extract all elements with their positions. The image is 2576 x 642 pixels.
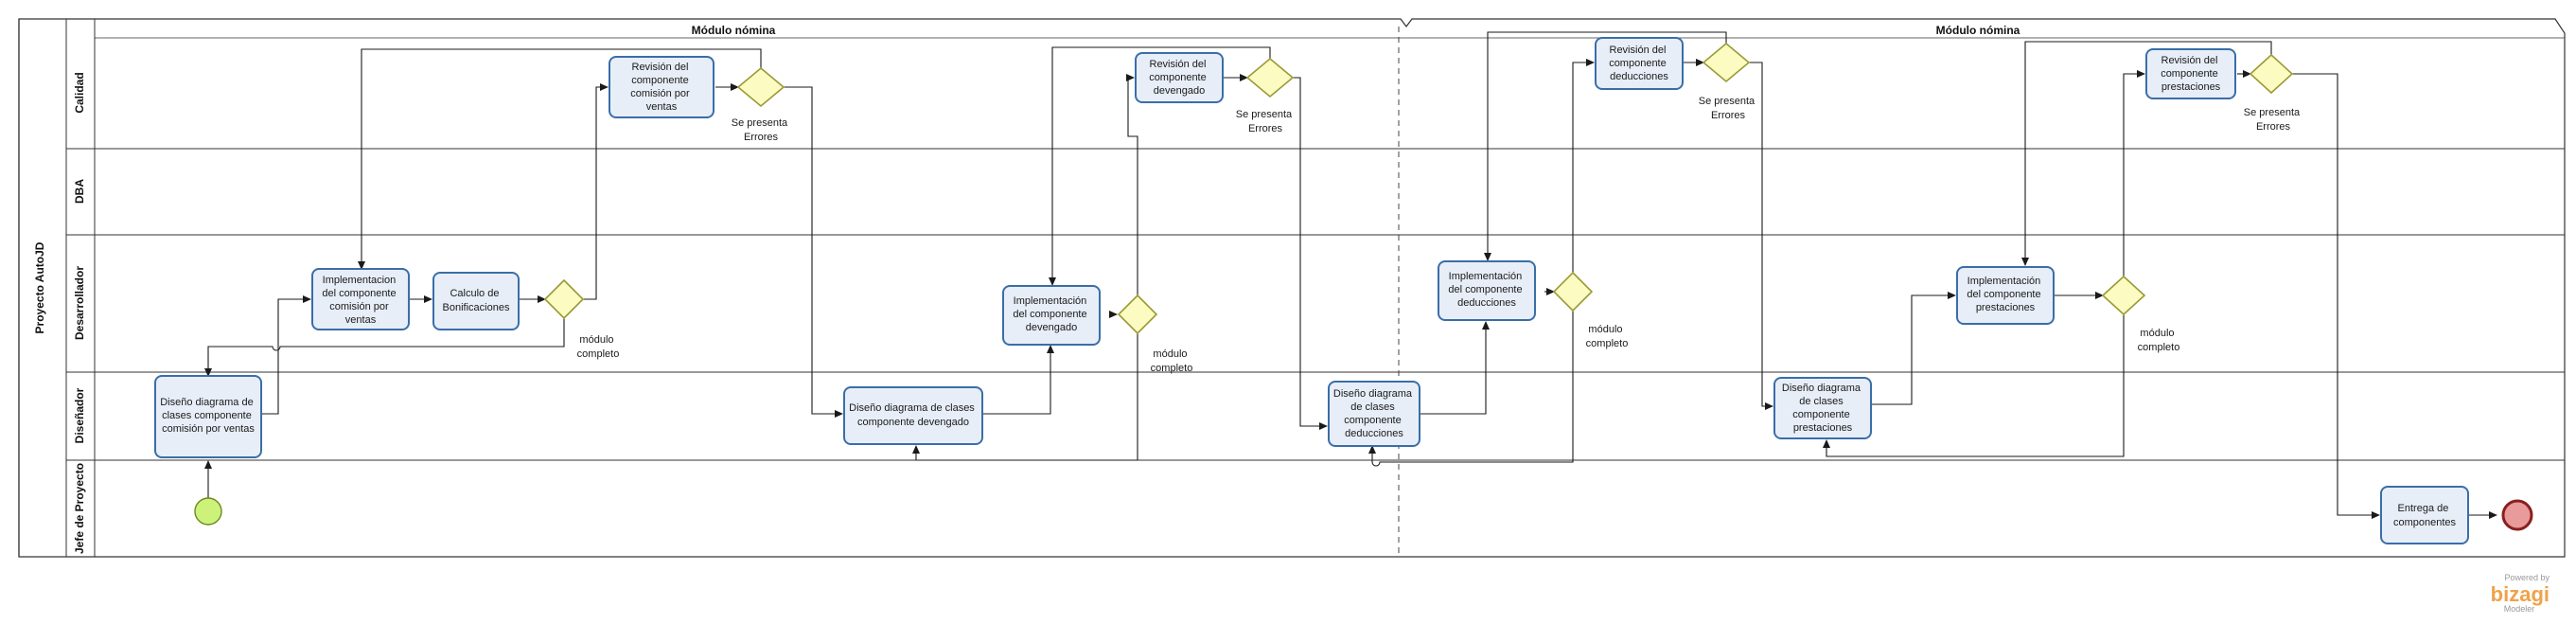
gateway-label-g2: Se presenta Errores bbox=[732, 117, 790, 143]
gateway-errores-2 bbox=[1245, 57, 1295, 98]
gateway-label-g5: módulo completo bbox=[1586, 324, 1629, 349]
sequence-flows bbox=[204, 31, 2497, 519]
task-entrega-componentes[interactable]: Entrega de componentes bbox=[2380, 486, 2469, 544]
watermark-product: Modeler bbox=[2504, 604, 2535, 614]
lane-desarrollador: Desarrollador bbox=[73, 266, 86, 340]
start-event bbox=[194, 497, 222, 526]
svg-text:Diseño diagrama de clase: Diseño diagrama de clases componente pre… bbox=[1782, 383, 1863, 434]
task-revision-devengado[interactable]: Revisión del componente devengado bbox=[1135, 52, 1224, 103]
svg-text:Diseño diagrama de clase: Diseño diagrama de clases componente com… bbox=[160, 397, 256, 435]
svg-text:Implementación del comp: Implementación del componente deduccione… bbox=[1448, 271, 1525, 309]
svg-text:Implementación del comp: Implementación del componente devengado bbox=[1013, 295, 1089, 333]
gateway-modulo-completo-4 bbox=[2101, 275, 2146, 316]
pool-name: Proyecto AutoJD bbox=[33, 241, 46, 333]
task-implementacion-deducciones[interactable]: Implementación del componente deduccione… bbox=[1438, 260, 1536, 321]
watermark-brand: bizagi bbox=[2491, 582, 2550, 606]
gateway-label-g3: módulo completo bbox=[1151, 348, 1193, 374]
gateway-errores-1 bbox=[736, 66, 785, 108]
gateway-label-g7: módulo completo bbox=[2138, 328, 2180, 353]
task-implementacion-comision-ventas[interactable]: Implementacion del componente comisión p… bbox=[311, 268, 410, 330]
gateway-errores-3 bbox=[1702, 42, 1751, 83]
lane-jefe-de-proyecto: Jefe de Proyecto bbox=[73, 463, 86, 554]
svg-text:Implementacion del comp: Implementacion del componente comisión p… bbox=[322, 275, 398, 326]
svg-text:Revisión del componente: Revisión del componente comisión por ven… bbox=[630, 62, 692, 113]
gateway-modulo-completo-3 bbox=[1552, 271, 1594, 312]
task-implementacion-devengado[interactable]: Implementación del componente devengado bbox=[1002, 285, 1101, 346]
phase-2-title: Módulo nómina bbox=[1936, 24, 2020, 37]
svg-text:Implementación del comp: Implementación del componente prestacion… bbox=[1967, 276, 2043, 313]
task-diseno-prestaciones[interactable]: Diseño diagrama de clases componente pre… bbox=[1773, 377, 1872, 439]
gateway-label-g1: módulo completo bbox=[577, 334, 620, 360]
pool: Proyecto AutoJD Calidad DBA Desarrollado… bbox=[18, 18, 2566, 558]
task-revision-deducciones[interactable]: Revisión del componente deducciones bbox=[1595, 37, 1684, 90]
gateway-label-g4: Se presenta Errores bbox=[1236, 109, 1295, 134]
bizagi-watermark: Powered by bizagi Modeler bbox=[2491, 573, 2550, 614]
watermark-powered: Powered by bbox=[2504, 573, 2550, 582]
task-revision-comision-ventas[interactable]: Revisión del componente comisión por ven… bbox=[609, 56, 715, 118]
task-implementacion-prestaciones[interactable]: Implementación del componente prestacion… bbox=[1956, 266, 2055, 325]
task-diseno-deducciones[interactable]: Diseño diagrama de clases componente ded… bbox=[1328, 381, 1420, 447]
task-revision-prestaciones[interactable]: Revisión del componente prestaciones bbox=[2145, 48, 2236, 99]
svg-text:Revisión del componente: Revisión del componente deducciones bbox=[1609, 45, 1669, 82]
svg-text:Revisión del componente: Revisión del componente devengado bbox=[1149, 59, 1209, 97]
end-event bbox=[2501, 499, 2533, 531]
lane-disenador: Diseñador bbox=[73, 387, 86, 443]
phase-1-title: Módulo nómina bbox=[692, 24, 776, 37]
task-diseno-devengado[interactable]: Diseño diagrama de clases componente dev… bbox=[843, 386, 983, 445]
svg-text:Diseño diagrama de clase: Diseño diagrama de clases componente ded… bbox=[1333, 388, 1415, 439]
lane-dba: DBA bbox=[73, 179, 86, 204]
svg-text:Entrega de componentes: Entrega de componentes bbox=[2393, 503, 2457, 528]
gateway-modulo-completo-1 bbox=[543, 278, 585, 320]
gateway-modulo-completo-2 bbox=[1117, 294, 1158, 335]
gateway-errores-4 bbox=[2249, 53, 2294, 95]
lane-calidad: Calidad bbox=[73, 72, 86, 113]
task-calculo-bonificaciones[interactable]: Calculo de Bonificaciones bbox=[432, 272, 520, 330]
svg-text:Revisión del componente: Revisión del componente prestaciones bbox=[2161, 55, 2221, 93]
svg-text:Calculo de Bonificacione: Calculo de Bonificaciones bbox=[443, 288, 510, 313]
gateway-label-g8: Se presenta Errores bbox=[2244, 107, 2303, 133]
svg-text:Diseño diagrama de clases: Diseño diagrama de clases componente dev… bbox=[849, 402, 978, 428]
gateway-label-g6: Se presenta Errores bbox=[1699, 96, 1757, 121]
task-diseno-comision-ventas[interactable]: Diseño diagrama de clases componente com… bbox=[154, 375, 262, 458]
